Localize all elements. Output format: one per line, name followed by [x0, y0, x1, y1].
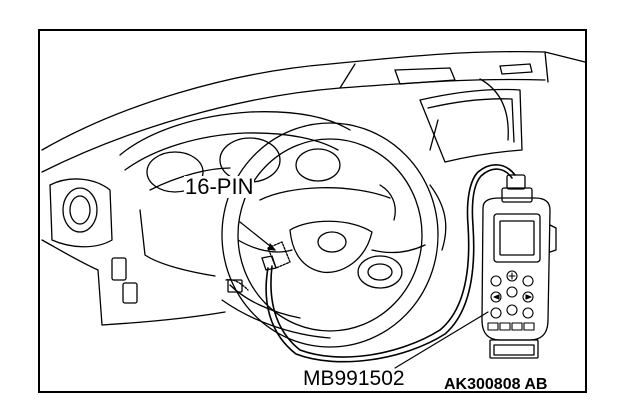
steering-wheel — [221, 122, 439, 348]
left-vents — [49, 178, 138, 304]
diagnostic-tool — [481, 174, 557, 359]
tool-label: MB991502 — [303, 367, 405, 390]
connector-label: 16-PIN — [184, 174, 255, 199]
glove-box — [394, 63, 533, 251]
instrument-cluster — [119, 111, 351, 193]
connector-16-pin — [225, 221, 291, 293]
tool-leader-line — [394, 311, 489, 369]
figure-id: AK300808 AB — [444, 376, 548, 393]
diagnostic-cable — [265, 164, 516, 363]
dashboard-outline — [41, 50, 586, 326]
steering-column — [221, 284, 331, 339]
tool-buttons — [487, 270, 535, 331]
